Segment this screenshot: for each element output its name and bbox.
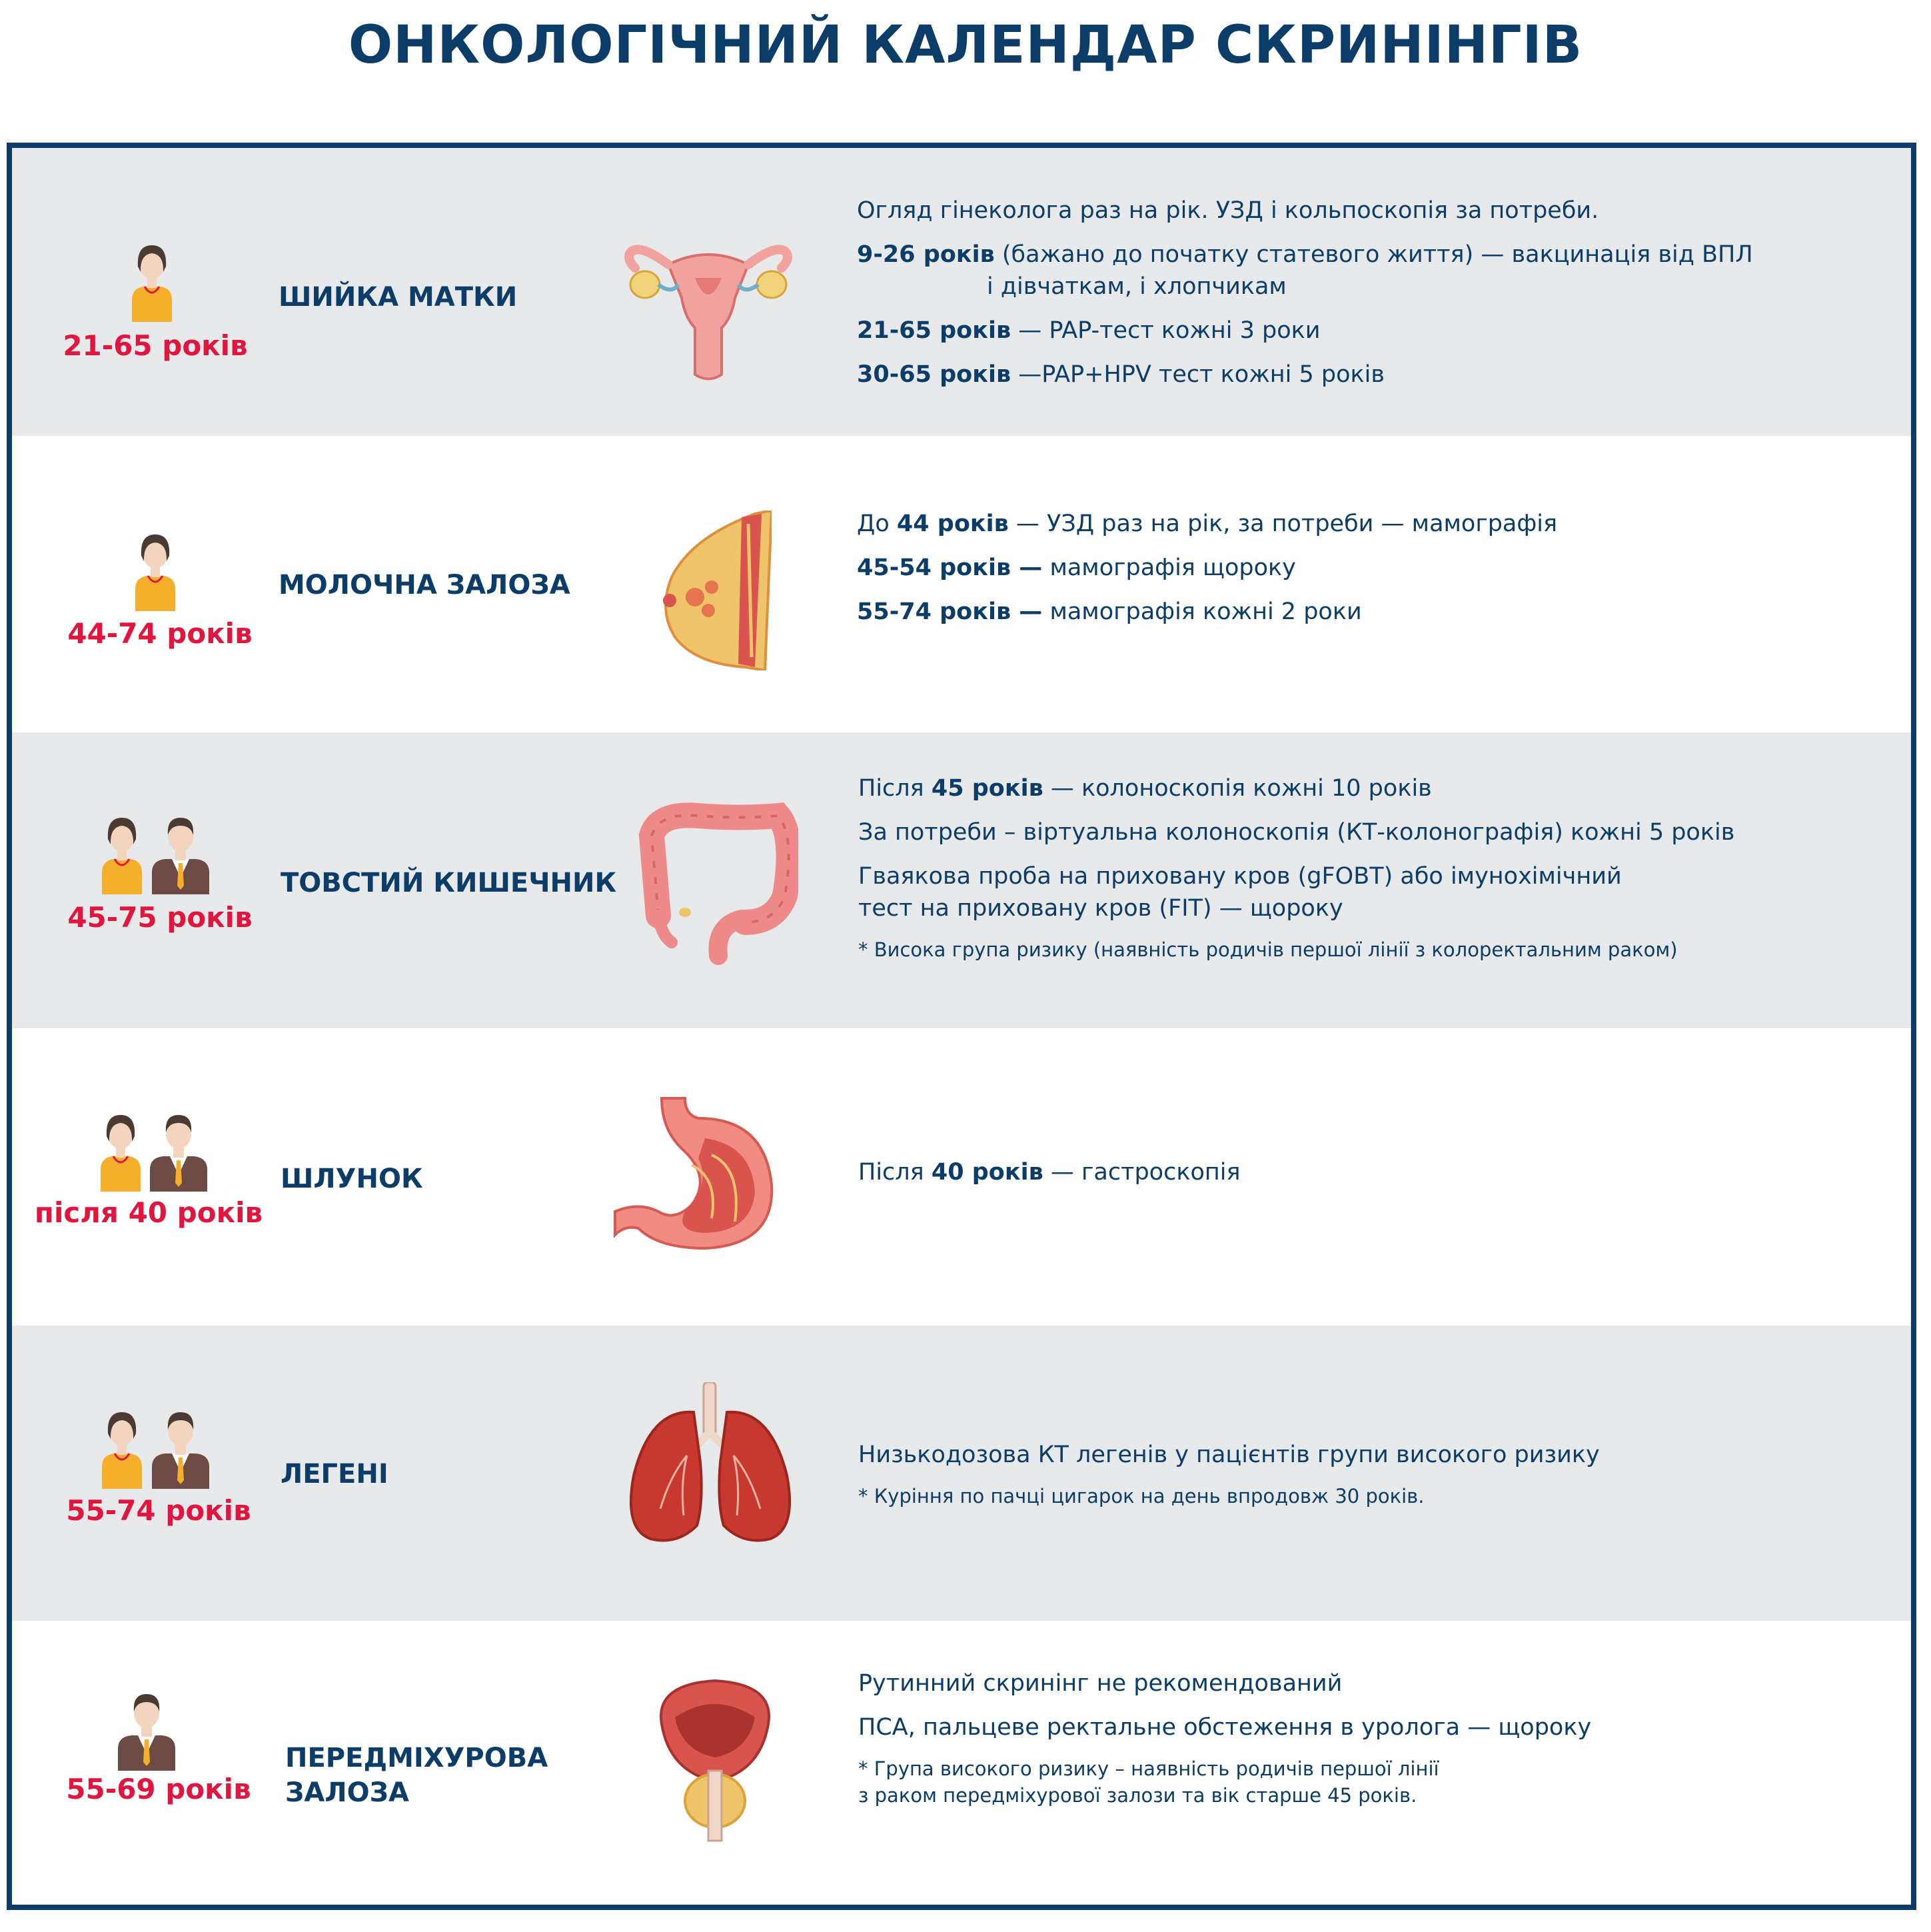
organ-name-line: ЗАЛОЗА	[285, 1777, 409, 1808]
colon-icon	[638, 802, 798, 965]
info-line: Гваякова проба на приховану кров (gFOBT)…	[858, 863, 1622, 890]
info-line: і дівчаткам, і хлопчикам	[987, 273, 1287, 300]
info-line: Після 40 років — гастроскопія	[858, 1159, 1241, 1186]
screening-info: Після 40 років — гастроскопія	[858, 1156, 1241, 1200]
info-line: Рутинний скринінг не рекомендований	[858, 1670, 1343, 1697]
woman-icon	[132, 245, 172, 322]
info-line: 21-65 років — PAP-тест кожні 3 роки	[857, 317, 1321, 344]
organ-name: ЛЕГЕНІ	[281, 1459, 388, 1489]
row-cervix: 21-65 років ШИЙКА МАТКИ Огляд гінеколога…	[12, 148, 1911, 436]
organ-name: ШИЙКА МАТКИ	[279, 282, 518, 313]
info-line: тест на приховану кров (FIT) — щороку	[858, 895, 1343, 922]
organ-name: МОЛОЧНА ЗАЛОЗА	[279, 570, 570, 600]
screening-info: Низькодозова КТ легенів у пацієнтів груп…	[858, 1439, 1600, 1521]
organ-name: ПЕРЕДМІХУРОВА ЗАЛОЗА	[285, 1741, 548, 1810]
info-note: * Група високого ризику – наявність роди…	[858, 1757, 1439, 1780]
uterus-icon	[624, 245, 792, 381]
row-breast: 44-74 років МОЛОЧНА ЗАЛОЗА До 44 років —…	[12, 436, 1911, 732]
screening-info: Огляд гінеколога раз на рік. УЗД і кольп…	[857, 195, 1753, 403]
info-note: * Куріння по пачці цигарок на день впрод…	[858, 1485, 1425, 1507]
organ-name: ШЛУНОК	[281, 1164, 423, 1194]
row-stomach: після 40 років ШЛУНОК Після 40 років — г…	[12, 1028, 1911, 1326]
screening-table: 21-65 років ШИЙКА МАТКИ Огляд гінеколога…	[7, 143, 1916, 1910]
organ-name: ТОВСТИЙ КИШЕЧНИК	[281, 868, 617, 898]
age-range: після 40 років	[34, 1196, 263, 1229]
info-line: ПСА, пальцеве ректальне обстеження в уро…	[858, 1714, 1592, 1741]
info-note: * Висока група ризику (наявність родичів…	[858, 938, 1678, 961]
info-line: 45-54 років — мамографія щороку	[857, 554, 1296, 581]
lungs-icon	[629, 1382, 792, 1542]
age-range: 45-75 років	[67, 901, 253, 934]
row-prostate: 55-69 років ПЕРЕДМІХУРОВА ЗАЛОЗА Рутинни…	[12, 1621, 1911, 1905]
age-range: 44-74 років	[67, 617, 253, 650]
info-note: з раком передміхурової залози та вік ста…	[858, 1784, 1417, 1807]
prostate-icon	[660, 1679, 770, 1842]
page-title: ОНКОЛОГІЧНИЙ КАЛЕНДАР СКРИНІНГІВ	[348, 15, 1583, 75]
man-icon	[150, 1115, 207, 1192]
info-line: 30-65 років —PAP+HPV тест кожні 5 років	[857, 361, 1385, 388]
row-colon: 45-75 років ТОВСТИЙ КИШЕЧНИК Після 45 ро…	[12, 732, 1911, 1028]
info-line: За потреби – віртуальна колоноскопія (КТ…	[858, 819, 1735, 846]
info-line: Низькодозова КТ легенів у пацієнтів груп…	[858, 1442, 1600, 1468]
age-range: 21-65 років	[63, 329, 248, 362]
woman-icon	[101, 1115, 141, 1192]
woman-icon	[102, 818, 142, 894]
info-line: 9-26 років (бажано до початку статевого …	[857, 241, 1753, 268]
info-line: До 44 років — УЗД раз на рік, за потреби…	[857, 510, 1558, 537]
age-range: 55-74 років	[66, 1494, 251, 1527]
organ-name-line: ПЕРЕДМІХУРОВА	[285, 1743, 548, 1773]
age-range: 55-69 років	[66, 1773, 251, 1805]
info-line: Після 45 років — колоноскопія кожні 10 р…	[858, 775, 1432, 802]
woman-icon	[135, 534, 175, 611]
info-line: Огляд гінеколога раз на рік. УЗД і кольп…	[857, 197, 1599, 224]
screening-info: До 44 років — УЗД раз на рік, за потреби…	[857, 508, 1557, 640]
breast-icon	[663, 510, 772, 670]
info-line: 55-74 років — мамографія кожні 2 роки	[857, 598, 1362, 625]
man-icon	[118, 1694, 175, 1771]
man-icon	[152, 818, 209, 894]
stomach-icon	[614, 1097, 774, 1250]
screening-info: Рутинний скринінг не рекомендований ПСА,…	[858, 1667, 1591, 1821]
woman-icon	[102, 1412, 142, 1489]
screening-info: Після 45 років — колоноскопія кожні 10 р…	[858, 772, 1734, 975]
row-lungs: 55-74 років ЛЕГЕНІ Низькодозова КТ леген…	[12, 1326, 1911, 1621]
man-icon	[152, 1412, 209, 1489]
